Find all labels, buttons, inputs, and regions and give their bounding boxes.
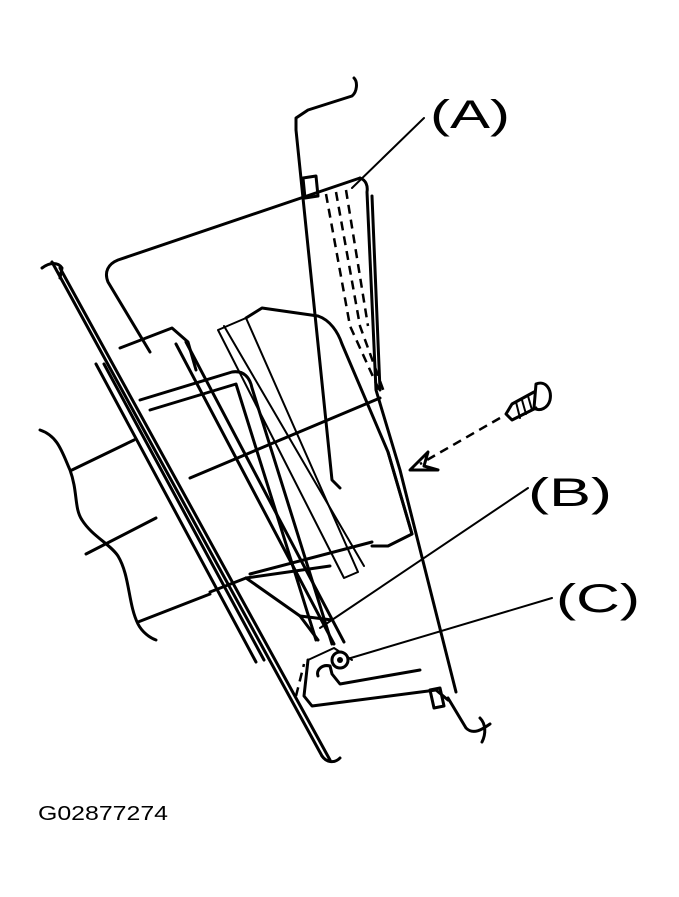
leader-lines (319, 117, 553, 661)
label-c: (C) (556, 577, 640, 621)
bolt-c-icon (330, 650, 350, 670)
install-arrow (408, 416, 501, 472)
upper-bracket (294, 76, 358, 490)
inner-panel (118, 306, 414, 646)
figure-code: G02877274 (38, 803, 168, 825)
screw-icon (504, 381, 552, 422)
label-a: (A) (430, 93, 510, 137)
bottom-clip (244, 576, 492, 744)
left-frame-rails (40, 260, 342, 764)
left-side-block (38, 396, 382, 642)
label-b: (B) (528, 471, 612, 515)
